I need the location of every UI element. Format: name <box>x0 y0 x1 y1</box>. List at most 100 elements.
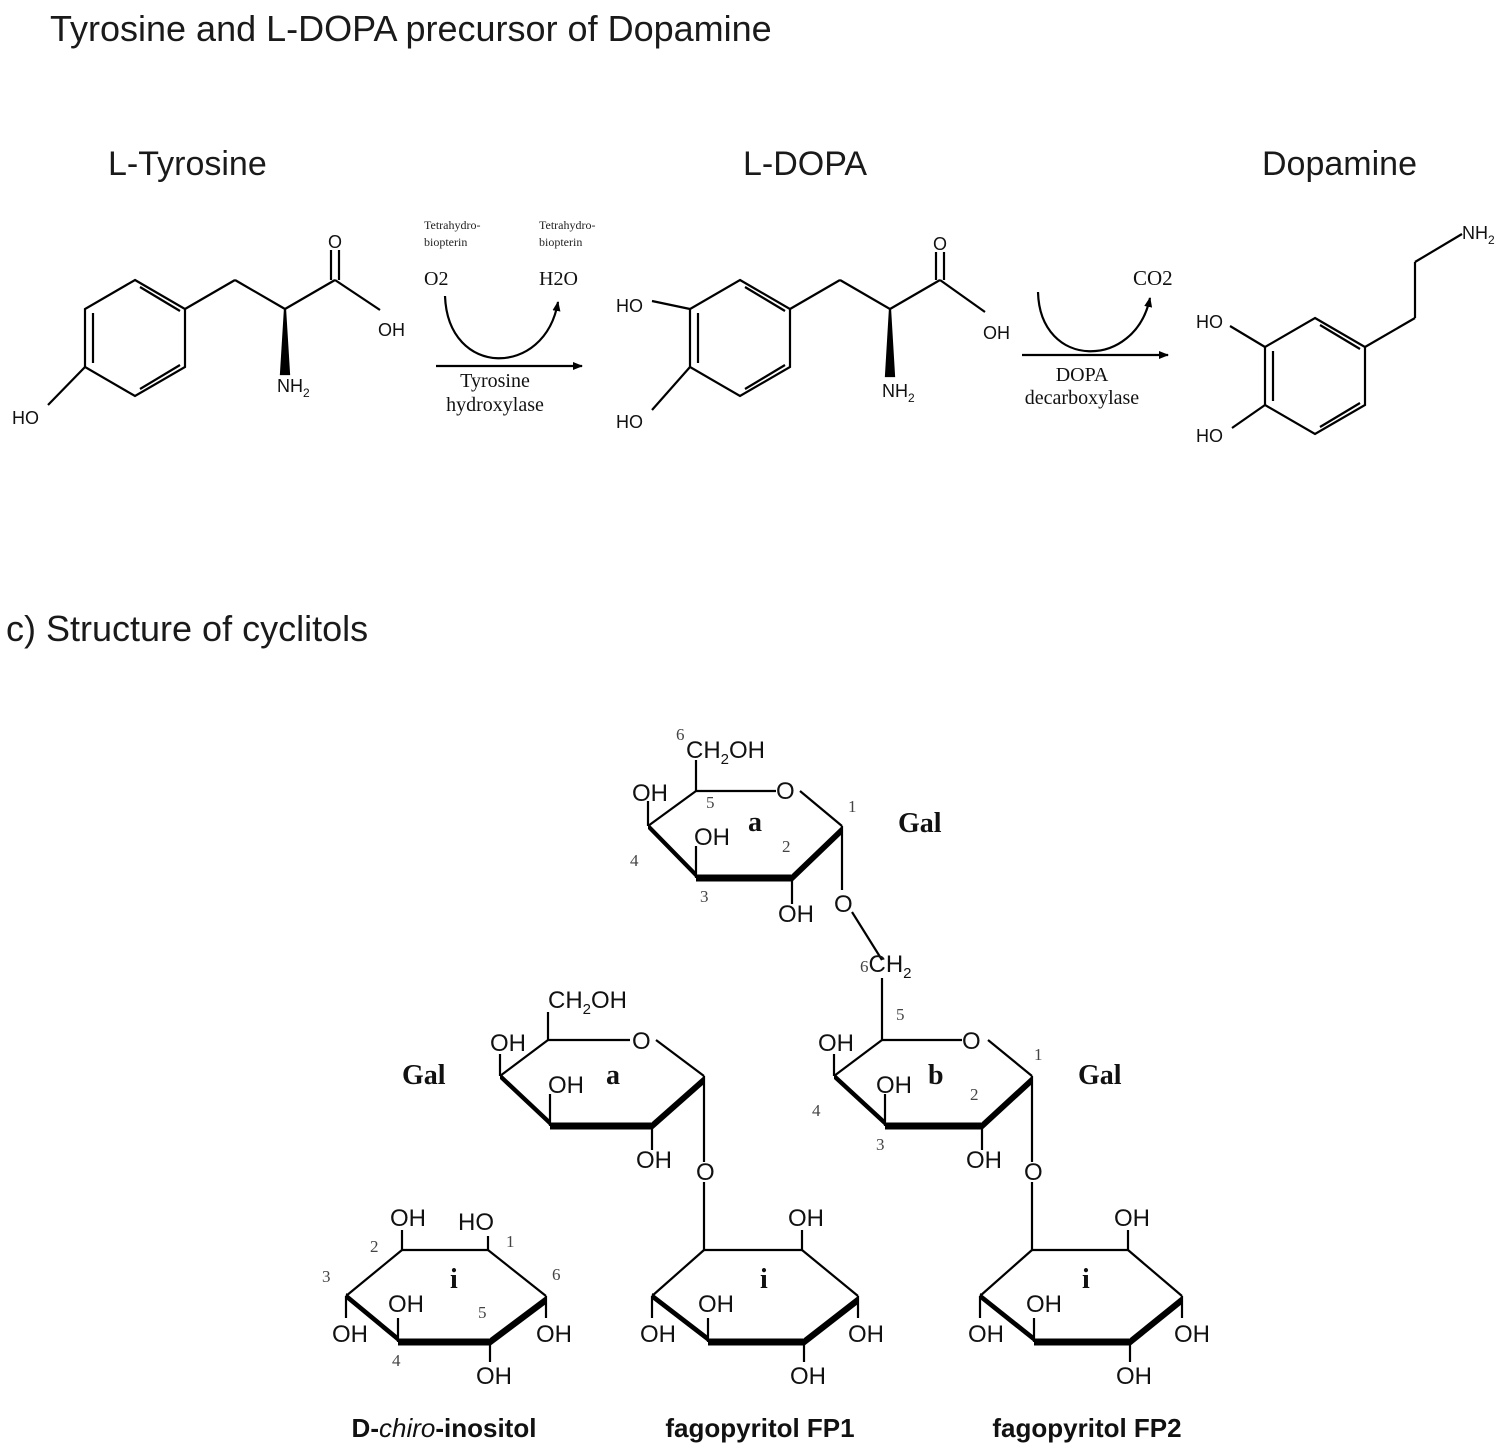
ldopa-ho-top: HO <box>616 296 643 316</box>
fp1-oh-inner: OH <box>698 1291 734 1318</box>
fp1-oh-bottom: OH <box>790 1363 826 1390</box>
caption-fp1: fagopyritol FP1 <box>665 1413 854 1443</box>
gal-a-top-3: 3 <box>700 887 709 906</box>
gal-b-ring-label: b <box>928 1060 944 1091</box>
fp2-ring-label: i <box>1082 1264 1090 1295</box>
ring-inositol-dchiro <box>344 1230 548 1362</box>
cofactor-right-line2: biopterin <box>539 235 582 249</box>
product-h2o: H2O <box>539 268 578 290</box>
dchiro-oh-4: OH <box>388 1291 424 1318</box>
fp1-oh-right: OH <box>848 1321 884 1348</box>
fp2-oh-top: OH <box>1114 1205 1150 1232</box>
gal-a-top-1: 1 <box>848 797 857 816</box>
caption-fp2: fagopyritol FP2 <box>992 1413 1181 1443</box>
gal-a-top-oh-3: OH <box>694 824 730 851</box>
fp2-oh-bottom: OH <box>1116 1363 1152 1390</box>
ring-inositol-fp2 <box>978 1230 1184 1362</box>
dchiro-oh-3: OH <box>332 1321 368 1348</box>
cofactor-right-line1: Tetrahydro- <box>539 218 595 232</box>
gal-a-left-ring-label: a <box>606 1060 620 1091</box>
section-title-cyclitols: c) Structure of cyclitols <box>6 608 369 649</box>
ring-gal-b <box>832 1038 1034 1250</box>
dchiro-num-5: 5 <box>478 1303 487 1322</box>
dchiro-num-2: 2 <box>370 1237 379 1256</box>
molecule-l-dopa <box>651 252 986 411</box>
gal-a-top-2: 2 <box>782 837 791 856</box>
section-title-dopamine: Tyrosine and L-DOPA precursor of Dopamin… <box>50 8 772 49</box>
tyrosine-o: O <box>328 232 342 252</box>
fp1-oh-left: OH <box>640 1321 676 1348</box>
gal-a-top-oh-4: OH <box>632 780 668 807</box>
dopamine-ho-top: HO <box>1196 312 1223 332</box>
ring-gal-a-top <box>646 760 884 1040</box>
gal-a-left-oh-4: OH <box>490 1030 526 1057</box>
gal-a-left-glyco-o: O <box>696 1159 715 1186</box>
gal-a-top-glyco-o: O <box>834 891 853 918</box>
ldopa-ho-bottom: HO <box>616 412 643 432</box>
ldopa-nh2: NH2 <box>882 381 915 405</box>
gal-a-left-o: O <box>632 1028 651 1055</box>
molecule-dopamine <box>1229 233 1463 436</box>
dchiro-ho-1: HO <box>458 1209 494 1236</box>
reactant-o2: O2 <box>424 268 448 290</box>
gal-b-name: Gal <box>1078 1060 1122 1091</box>
gal-b-1: 1 <box>1034 1045 1043 1064</box>
fp1-ring-label: i <box>760 1264 768 1295</box>
gal-a-top-o: O <box>776 778 795 805</box>
dopamine-ho-bottom: HO <box>1196 426 1223 446</box>
ldopa-o: O <box>933 234 947 254</box>
gal-a-top-oh-2: OH <box>778 901 814 928</box>
fp1-oh-top: OH <box>788 1205 824 1232</box>
caption-d-chiro-inositol: D-chiro-inositol <box>352 1413 537 1443</box>
dchiro-ring-label: i <box>450 1264 458 1295</box>
ldopa-oh: OH <box>983 323 1010 343</box>
label-l-dopa: L-DOPA <box>743 145 868 183</box>
dchiro-num-1: 1 <box>506 1232 515 1251</box>
molecule-l-tyrosine <box>47 250 381 406</box>
fp2-oh-right: OH <box>1174 1321 1210 1348</box>
gal-b-5: 5 <box>896 1005 905 1024</box>
dopamine-nh2: NH2 <box>1462 223 1495 247</box>
enzyme-tyrosine-line1: Tyrosine <box>460 370 530 392</box>
gal-b-2: 2 <box>970 1085 979 1104</box>
gal-b-3: 3 <box>876 1135 885 1154</box>
tyrosine-oh: OH <box>378 320 405 340</box>
reaction-arrow-2 <box>1022 291 1169 359</box>
ring-inositol-fp1 <box>650 1230 860 1362</box>
tyrosine-nh2: NH2 <box>277 376 310 400</box>
gal-a-left-oh-2: OH <box>636 1147 672 1174</box>
dchiro-num-3: 3 <box>322 1267 331 1286</box>
enzyme-dopa-line1: DOPA <box>1056 364 1109 386</box>
gal-a-top-ch2oh: CH2OH <box>686 737 765 768</box>
gal-b-oh-2: OH <box>966 1147 1002 1174</box>
reaction-arrow-1 <box>436 295 583 370</box>
ring-gal-a-left <box>498 1012 706 1250</box>
cofactor-left-line1: Tetrahydro- <box>424 218 480 232</box>
enzyme-tyrosine-line2: hydroxylase <box>446 394 544 416</box>
gal-a-top-5: 5 <box>706 793 715 812</box>
dchiro-num-4: 4 <box>392 1351 401 1370</box>
gal-a-left-ch2oh: CH2OH <box>548 987 627 1018</box>
gal-a-left-name: Gal <box>402 1060 446 1091</box>
product-co2: CO2 <box>1133 266 1173 290</box>
gal-b-oh-4: OH <box>818 1030 854 1057</box>
gal-a-top-ring-label: a <box>748 807 762 838</box>
dchiro-oh-5: OH <box>476 1363 512 1390</box>
gal-b-glyco-o: O <box>1024 1159 1043 1186</box>
tyrosine-ho: HO <box>12 408 39 428</box>
dchiro-num-6: 6 <box>552 1265 561 1284</box>
fp2-oh-inner: OH <box>1026 1291 1062 1318</box>
gal-a-top-6: 6 <box>676 725 685 744</box>
label-dopamine: Dopamine <box>1262 145 1417 183</box>
label-l-tyrosine: L-Tyrosine <box>108 145 267 183</box>
gal-a-left-oh-3: OH <box>548 1072 584 1099</box>
gal-b-4: 4 <box>812 1101 821 1120</box>
gal-b-6ch2: 6CH2 <box>860 951 912 982</box>
dchiro-oh-2: OH <box>390 1205 426 1232</box>
gal-b-oh-3: OH <box>876 1072 912 1099</box>
gal-a-top-4: 4 <box>630 851 639 870</box>
gal-a-top-name: Gal <box>898 808 942 839</box>
enzyme-dopa-line2: decarboxylase <box>1025 387 1140 409</box>
cofactor-left-line2: biopterin <box>424 235 467 249</box>
